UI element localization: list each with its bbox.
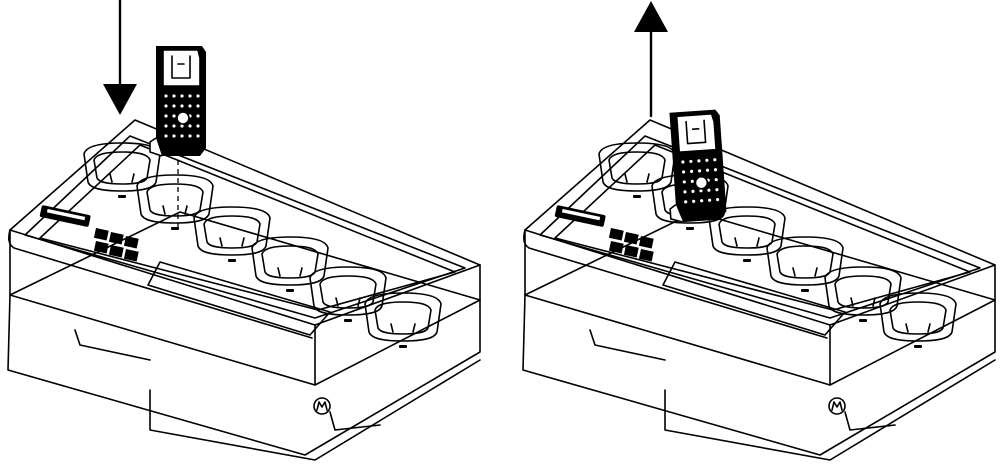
remove-panel bbox=[523, 1, 995, 460]
arrow-down-icon bbox=[103, 0, 137, 115]
arrow-up-icon bbox=[634, 1, 668, 118]
insert-panel bbox=[8, 0, 480, 460]
multi-unit-charger-right bbox=[523, 120, 995, 460]
multi-unit-charger-left bbox=[8, 120, 480, 460]
battery-being-inserted bbox=[149, 45, 207, 157]
